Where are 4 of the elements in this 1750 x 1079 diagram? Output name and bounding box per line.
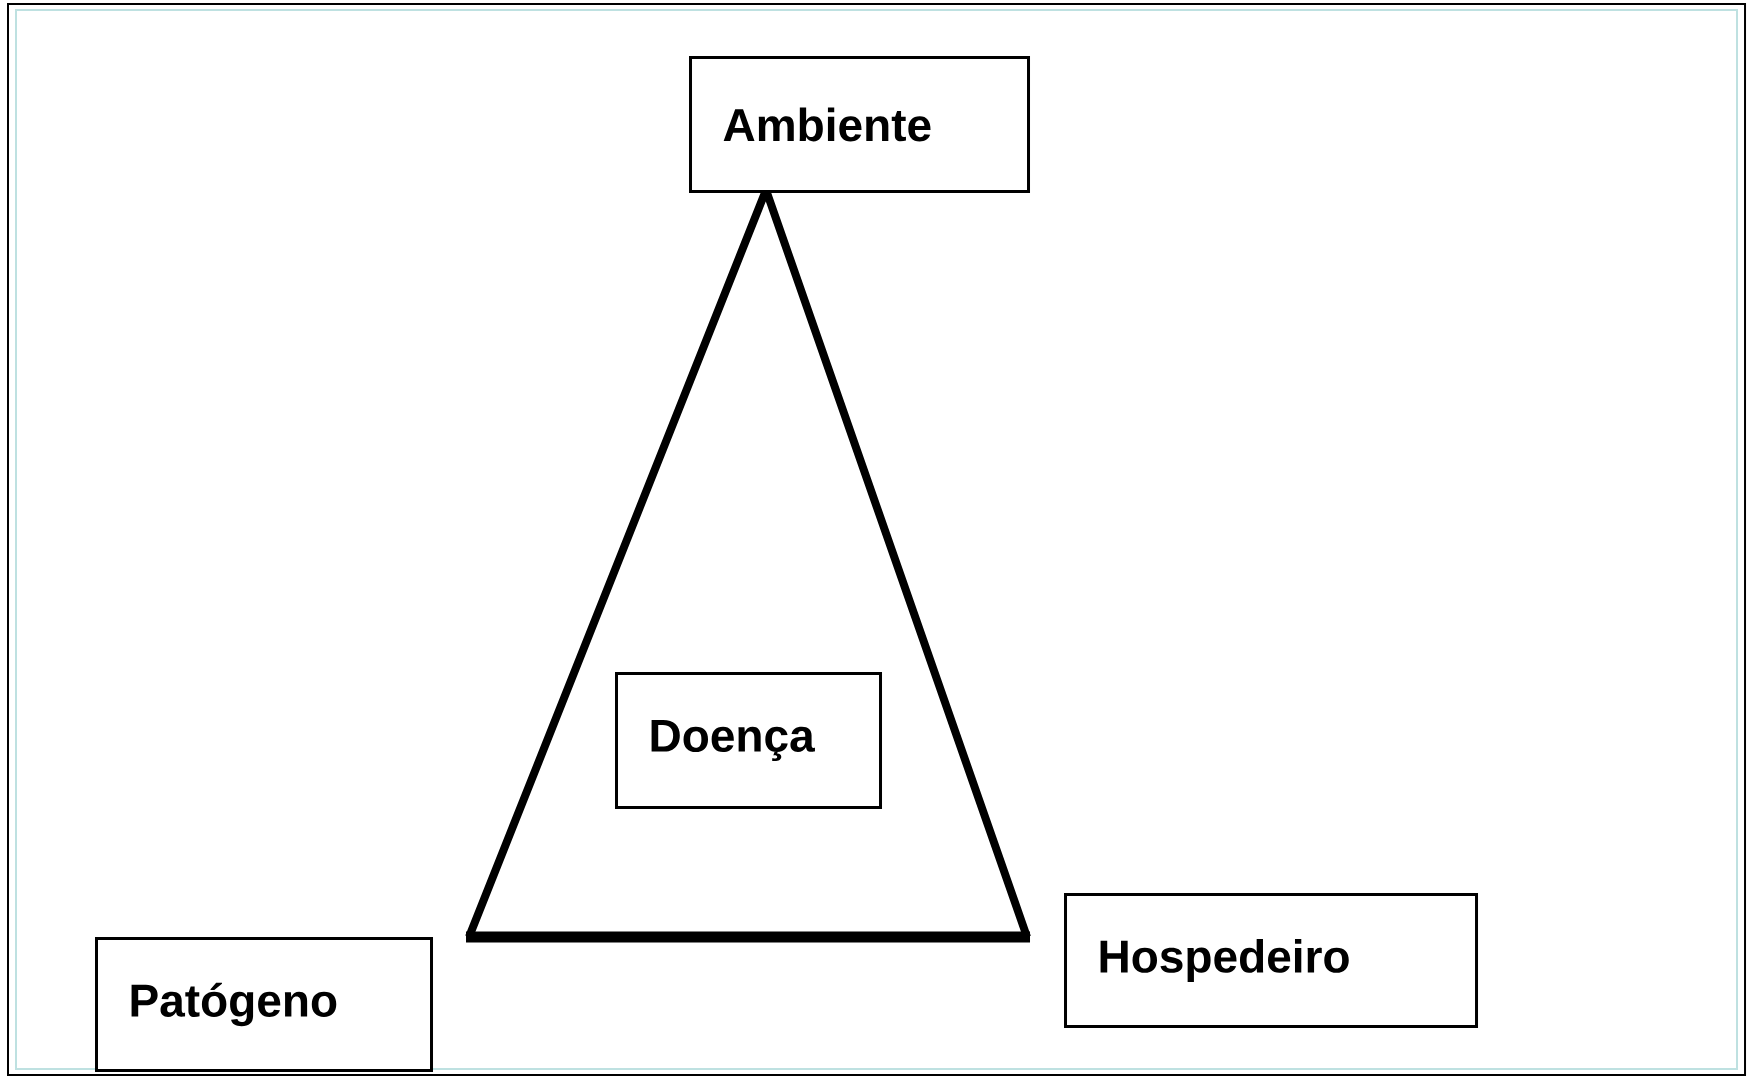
label-box: Ambiente xyxy=(689,56,1030,193)
label-box: Hospedeiro xyxy=(1064,893,1478,1028)
label-box: Patógeno xyxy=(95,937,433,1072)
label-box: Doença xyxy=(615,672,882,809)
